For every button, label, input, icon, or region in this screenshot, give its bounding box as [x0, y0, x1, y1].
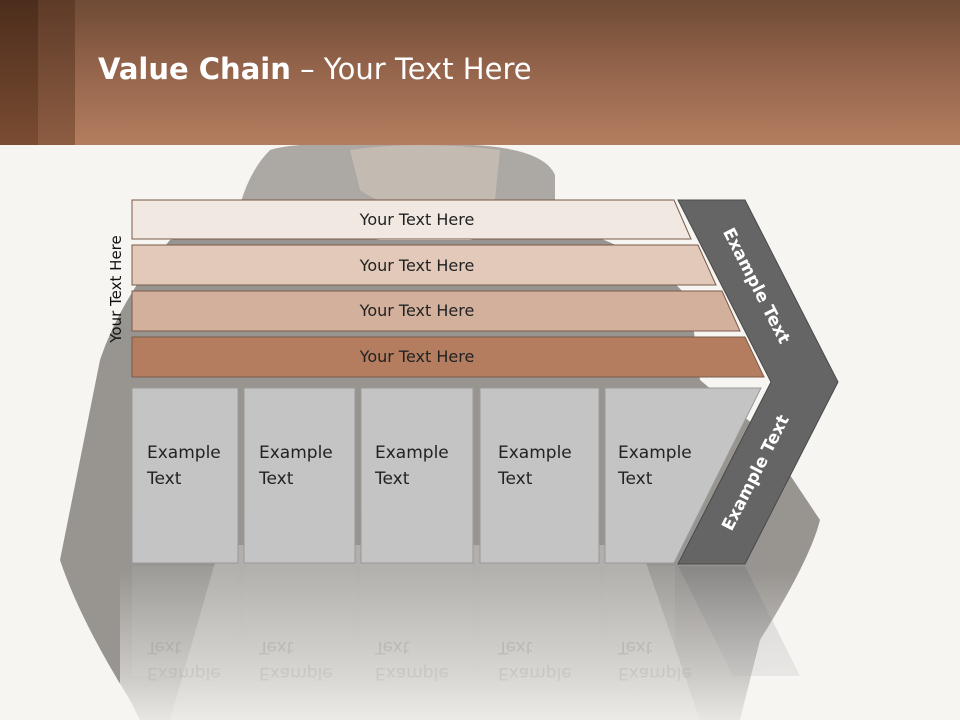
primary-box-1-label: Example Text [147, 443, 221, 489]
support-bar-1-label: Your Text Here [359, 210, 475, 229]
primary-box-2 [243, 387, 356, 564]
title-bold: Value Chain [98, 52, 291, 86]
slide-title: Value Chain – Your Text Here [98, 52, 532, 86]
primary-box-5 [604, 387, 762, 564]
header-stripe [0, 0, 38, 145]
title-rest: – Your Text Here [290, 52, 532, 86]
support-bar-3-label: Your Text Here [359, 301, 475, 320]
primary-box-3-label: Example Text [375, 443, 449, 489]
primary-box-4-label: Example Text [498, 443, 572, 489]
support-bar-4 [131, 336, 765, 378]
header-stripe [38, 0, 75, 145]
person-face [350, 145, 500, 212]
header-banner: Value Chain – Your Text Here [0, 0, 960, 145]
primary-box-5-label: Example Text [618, 443, 692, 489]
support-bar-4-label: Your Text Here [359, 347, 475, 366]
primary-box-4 [479, 387, 600, 564]
margin-arrow [677, 199, 839, 565]
primary-box-2-label: Example Text [259, 443, 333, 489]
primary-box-3 [360, 387, 474, 564]
reflection-fade [120, 570, 860, 720]
support-bar-1 [131, 199, 692, 240]
support-bar-2 [131, 244, 717, 286]
primary-box-1 [131, 387, 239, 564]
support-bar-2-label: Your Text Here [359, 256, 475, 275]
support-bar-3 [131, 290, 741, 332]
